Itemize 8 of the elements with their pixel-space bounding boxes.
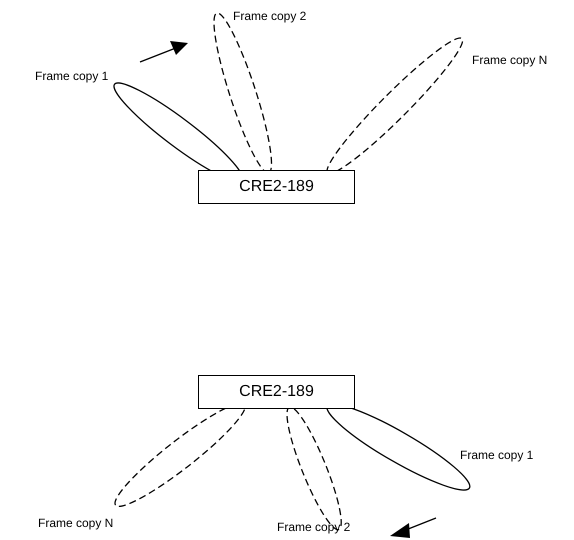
lobe-label: Frame copy 2	[233, 9, 306, 23]
lobe-label: Frame copy 2	[277, 520, 350, 534]
lobe-label: Frame copy N	[38, 516, 114, 530]
lobe-label: Frame copy N	[472, 53, 548, 67]
device-box: CRE2-189	[198, 375, 355, 409]
device-box: CRE2-189	[198, 170, 355, 204]
lobe-label: Frame copy 1	[460, 448, 534, 462]
lobe-label: Frame copy 1	[35, 69, 108, 83]
